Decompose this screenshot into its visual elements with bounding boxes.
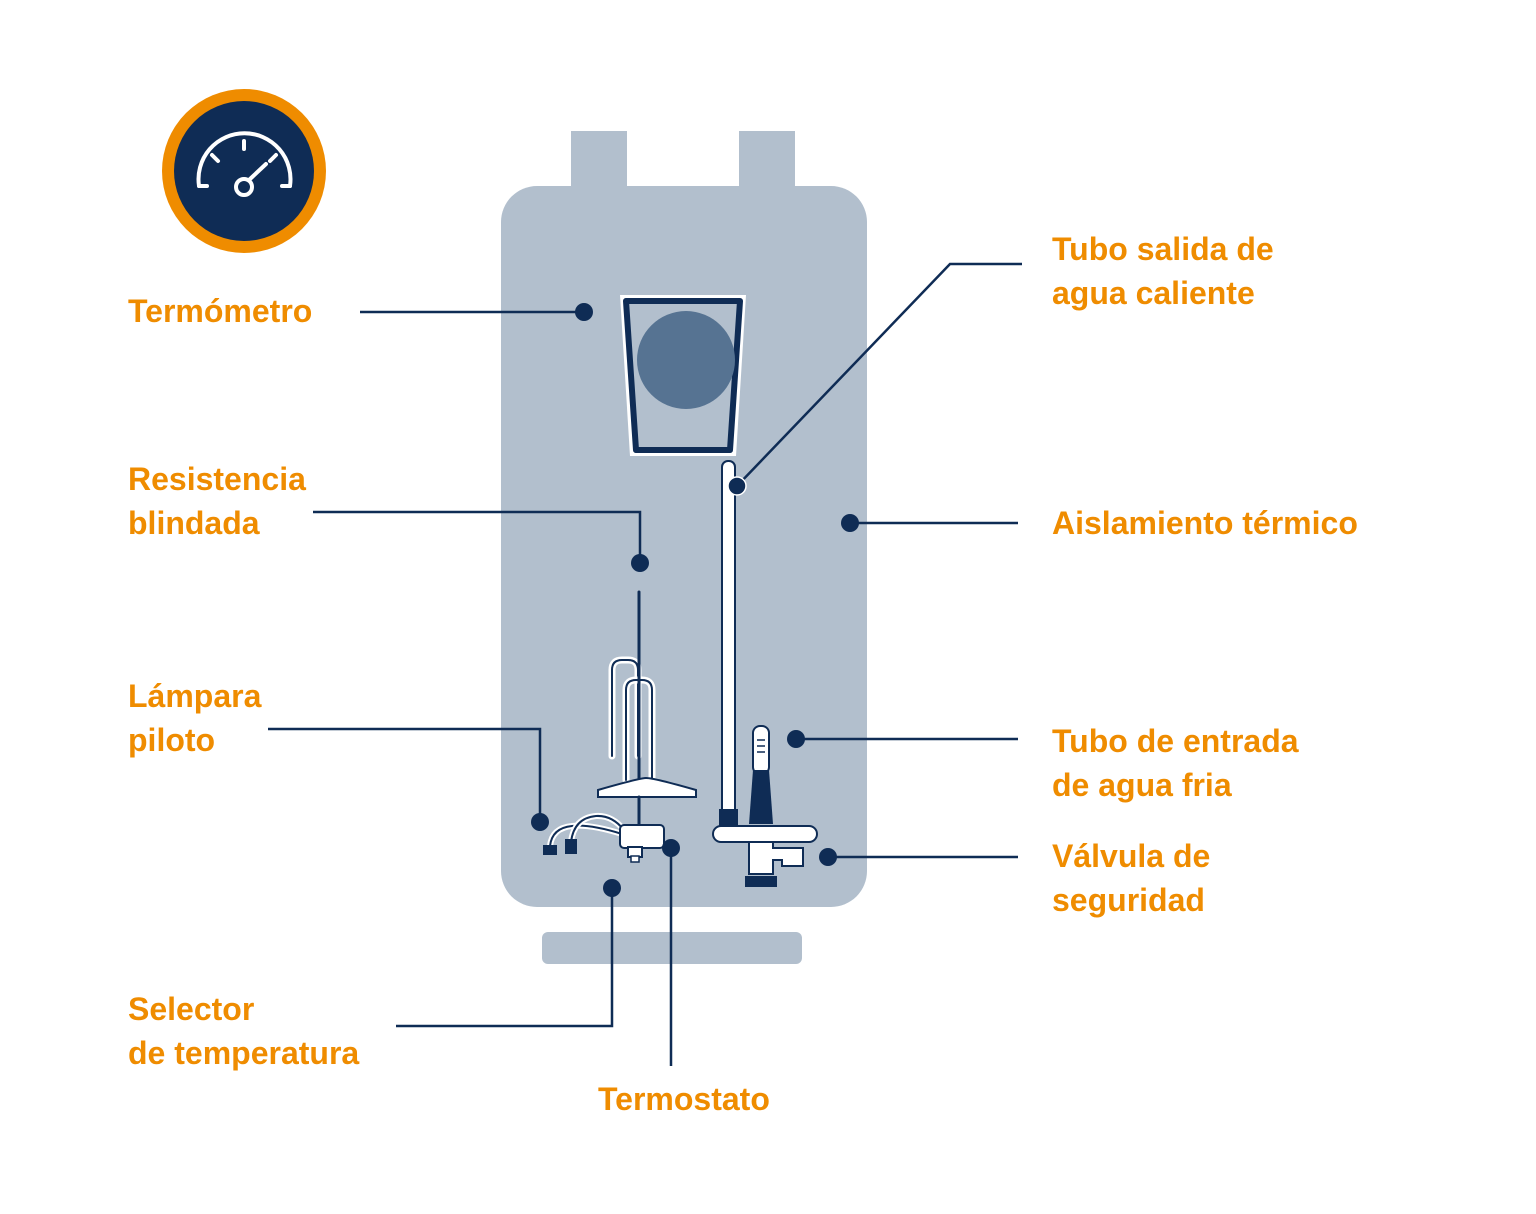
label-valvula-line1: Válvula de (1052, 838, 1211, 874)
label-valvula-line2: seguridad (1052, 882, 1205, 918)
label-tubo-entrada: Tubo de entrada de agua fria (1052, 719, 1299, 807)
callout-dots (531, 303, 859, 897)
label-termometro: Termómetro (128, 289, 312, 333)
cold-water-inlet-and-valve (712, 725, 818, 887)
pilot-lamp-assembly (543, 812, 665, 863)
label-aislamiento-termico: Aislamiento térmico (1052, 501, 1358, 545)
label-termostato-line: Termostato (598, 1081, 770, 1117)
label-resistencia-blindada: Resistencia blindada (128, 457, 306, 545)
speedometer-badge (162, 89, 326, 253)
label-valvula-seguridad: Válvula de seguridad (1052, 834, 1210, 922)
label-tubo-salida-line1: Tubo salida de (1052, 231, 1274, 267)
label-tubo-entrada-line2: de agua fria (1052, 767, 1232, 803)
leader-lines (268, 262, 1022, 1066)
label-lampara-piloto: Lámpara piloto (128, 674, 261, 762)
label-resistencia-line2: blindada (128, 505, 260, 541)
armored-resistance (597, 590, 697, 828)
label-tubo-salida: Tubo salida de agua caliente (1052, 227, 1274, 315)
speedometer-icon (196, 131, 293, 197)
water-heater-body (501, 131, 867, 964)
label-termostato: Termostato (598, 1077, 770, 1121)
label-selector-line2: de temperatura (128, 1035, 360, 1071)
label-tubo-entrada-line1: Tubo de entrada (1052, 723, 1299, 759)
label-tubo-salida-line2: agua caliente (1052, 275, 1255, 311)
label-termometro-line: Termómetro (128, 293, 313, 329)
label-resistencia-line1: Resistencia (128, 461, 306, 497)
thermometer-dial (620, 295, 746, 456)
label-lampara-line1: Lámpara (128, 678, 262, 714)
label-lampara-line2: piloto (128, 722, 216, 758)
label-selector-temperatura: Selector de temperatura (128, 987, 359, 1075)
hot-water-outlet-tube (719, 460, 738, 829)
label-selector-line1: Selector (128, 991, 255, 1027)
label-aislamiento-line: Aislamiento térmico (1052, 505, 1358, 541)
